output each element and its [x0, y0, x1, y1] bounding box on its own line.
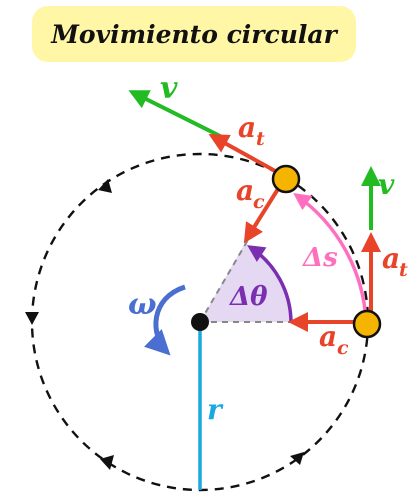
direction-arrow-left [25, 312, 39, 325]
label-at-top-sub: t [256, 128, 265, 150]
diagram-title: Movimiento circular [51, 19, 337, 49]
particle-right [352, 309, 382, 339]
label-at-right: a [382, 242, 400, 275]
arc-length-arrow [293, 192, 368, 321]
label-omega: ω [128, 287, 157, 322]
label-v-right: v [378, 168, 395, 201]
tangential-accel-top [208, 134, 287, 179]
direction-arrow-bottom-left [100, 455, 114, 470]
particle-top [271, 164, 301, 194]
label-ac-right-sub: c [337, 337, 349, 359]
centripetal-accel-top [243, 179, 285, 244]
label-at-top: a [238, 111, 256, 144]
velocity-vector-top [128, 90, 223, 139]
title-box [32, 6, 356, 62]
direction-arrow-bottom-right [290, 452, 304, 465]
omega-arrow [144, 284, 186, 356]
center-point [191, 313, 209, 331]
label-delta-theta: Δθ [228, 282, 268, 312]
label-ac-right: a [319, 320, 337, 353]
label-radius: r [207, 393, 224, 426]
label-v-top: v [160, 71, 178, 106]
label-delta-s: Δs [301, 243, 338, 273]
label-ac-top-sub: c [253, 191, 265, 213]
label-ac-top: a [236, 174, 254, 207]
direction-arrow-top-left [98, 179, 112, 193]
label-at-right-sub: t [399, 259, 408, 281]
